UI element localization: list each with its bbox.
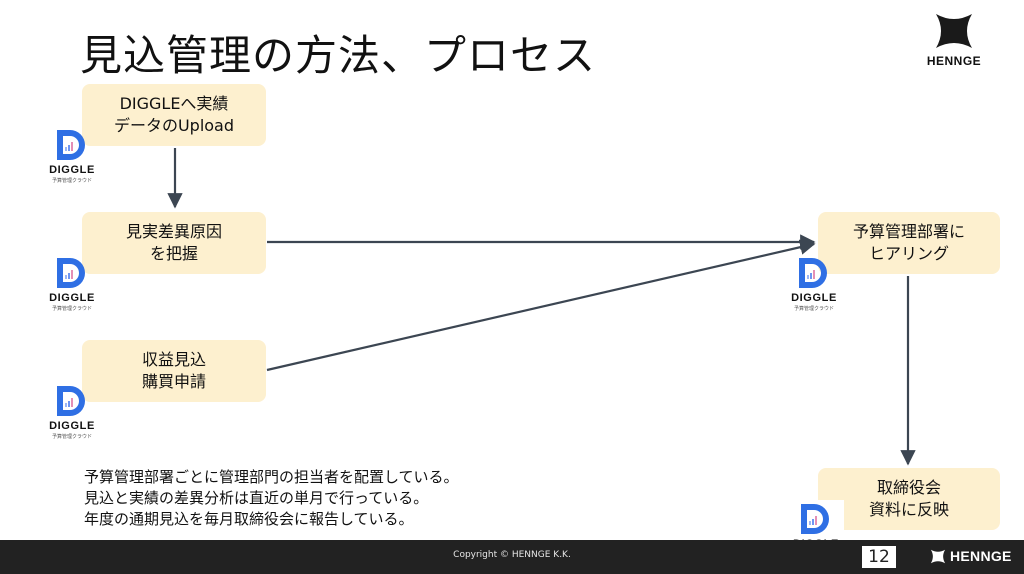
box-hearing-line-1: 予算管理部署に bbox=[852, 222, 965, 241]
note-line-3: 年度の通期見込を毎月取締役会に報告している。 bbox=[84, 510, 414, 528]
notes: 予算管理部署ごとに管理部門の担当者を配置している。 見込と実績の差異分析は直近の… bbox=[84, 467, 459, 530]
diggle-logo-4: DIGGLE 予算管理クラウド bbox=[786, 256, 842, 312]
diggle-name: DIGGLE bbox=[49, 420, 95, 432]
note-line-2: 見込と実績の差異分析は直近の単月で行っている。 bbox=[84, 489, 429, 507]
diggle-mark-icon bbox=[57, 258, 85, 288]
diggle-logo-2: DIGGLE 予算管理クラウド bbox=[44, 256, 100, 312]
diggle-mark-icon bbox=[57, 386, 85, 416]
box-forecast-line-2: 購買申請 bbox=[141, 372, 206, 391]
diggle-mark-icon bbox=[799, 258, 827, 288]
box-board: 取締役会 資料に反映 bbox=[818, 468, 1000, 530]
diggle-tagline: 予算管理クラウド bbox=[793, 306, 834, 312]
box-forecast-line-1: 収益見込 bbox=[141, 350, 206, 369]
copyright: Copyright © HENNGE K.K. bbox=[453, 550, 571, 560]
box-upload: DIGGLEへ実績 データのUpload bbox=[82, 84, 266, 146]
box-board-line-1: 取締役会 bbox=[876, 478, 941, 497]
box-upload-line-1: DIGGLEへ実績 bbox=[119, 94, 229, 113]
diggle-mark-icon bbox=[801, 504, 829, 534]
note-line-1: 予算管理部署ごとに管理部門の担当者を配置している。 bbox=[84, 468, 459, 486]
box-forecast: 収益見込 購買申請 bbox=[82, 340, 266, 402]
diggle-tagline: 予算管理クラウド bbox=[51, 178, 92, 184]
diggle-mark-icon bbox=[57, 130, 85, 160]
footer-bar: Copyright © HENNGE K.K. 12 HENNGE bbox=[0, 540, 1024, 574]
box-variance: 見実差異原因 を把握 bbox=[82, 212, 266, 274]
brand-logo: HENNGE bbox=[922, 12, 986, 68]
box-hearing: 予算管理部署に ヒアリング bbox=[818, 212, 1000, 274]
footer-brand: HENNGE bbox=[930, 548, 1012, 564]
diggle-tagline: 予算管理クラウド bbox=[51, 434, 92, 440]
diggle-tagline: 予算管理クラウド bbox=[51, 306, 92, 312]
box-variance-line-1: 見実差異原因 bbox=[125, 222, 222, 241]
box-variance-line-2: を把握 bbox=[149, 244, 198, 263]
diggle-name: DIGGLE bbox=[791, 292, 837, 304]
diggle-name: DIGGLE bbox=[49, 292, 95, 304]
box-board-line-2: 資料に反映 bbox=[868, 500, 949, 519]
box-hearing-line-2: ヒアリング bbox=[868, 244, 949, 263]
footer-brand-name: HENNGE bbox=[950, 548, 1012, 564]
henNge-mark-icon bbox=[930, 549, 946, 563]
slide-title: 見込管理の方法、プロセス bbox=[80, 31, 597, 80]
diggle-logo-1: DIGGLE 予算管理クラウド bbox=[44, 128, 100, 184]
henNge-mark-icon bbox=[936, 14, 972, 48]
page-number: 12 bbox=[862, 546, 896, 568]
brand-name: HENNGE bbox=[926, 54, 982, 68]
diggle-name: DIGGLE bbox=[49, 164, 95, 176]
diggle-logo-3: DIGGLE 予算管理クラウド bbox=[44, 384, 100, 440]
box-upload-line-2: データのUpload bbox=[113, 116, 235, 135]
arrow-forecast-to-hearing bbox=[266, 239, 816, 372]
